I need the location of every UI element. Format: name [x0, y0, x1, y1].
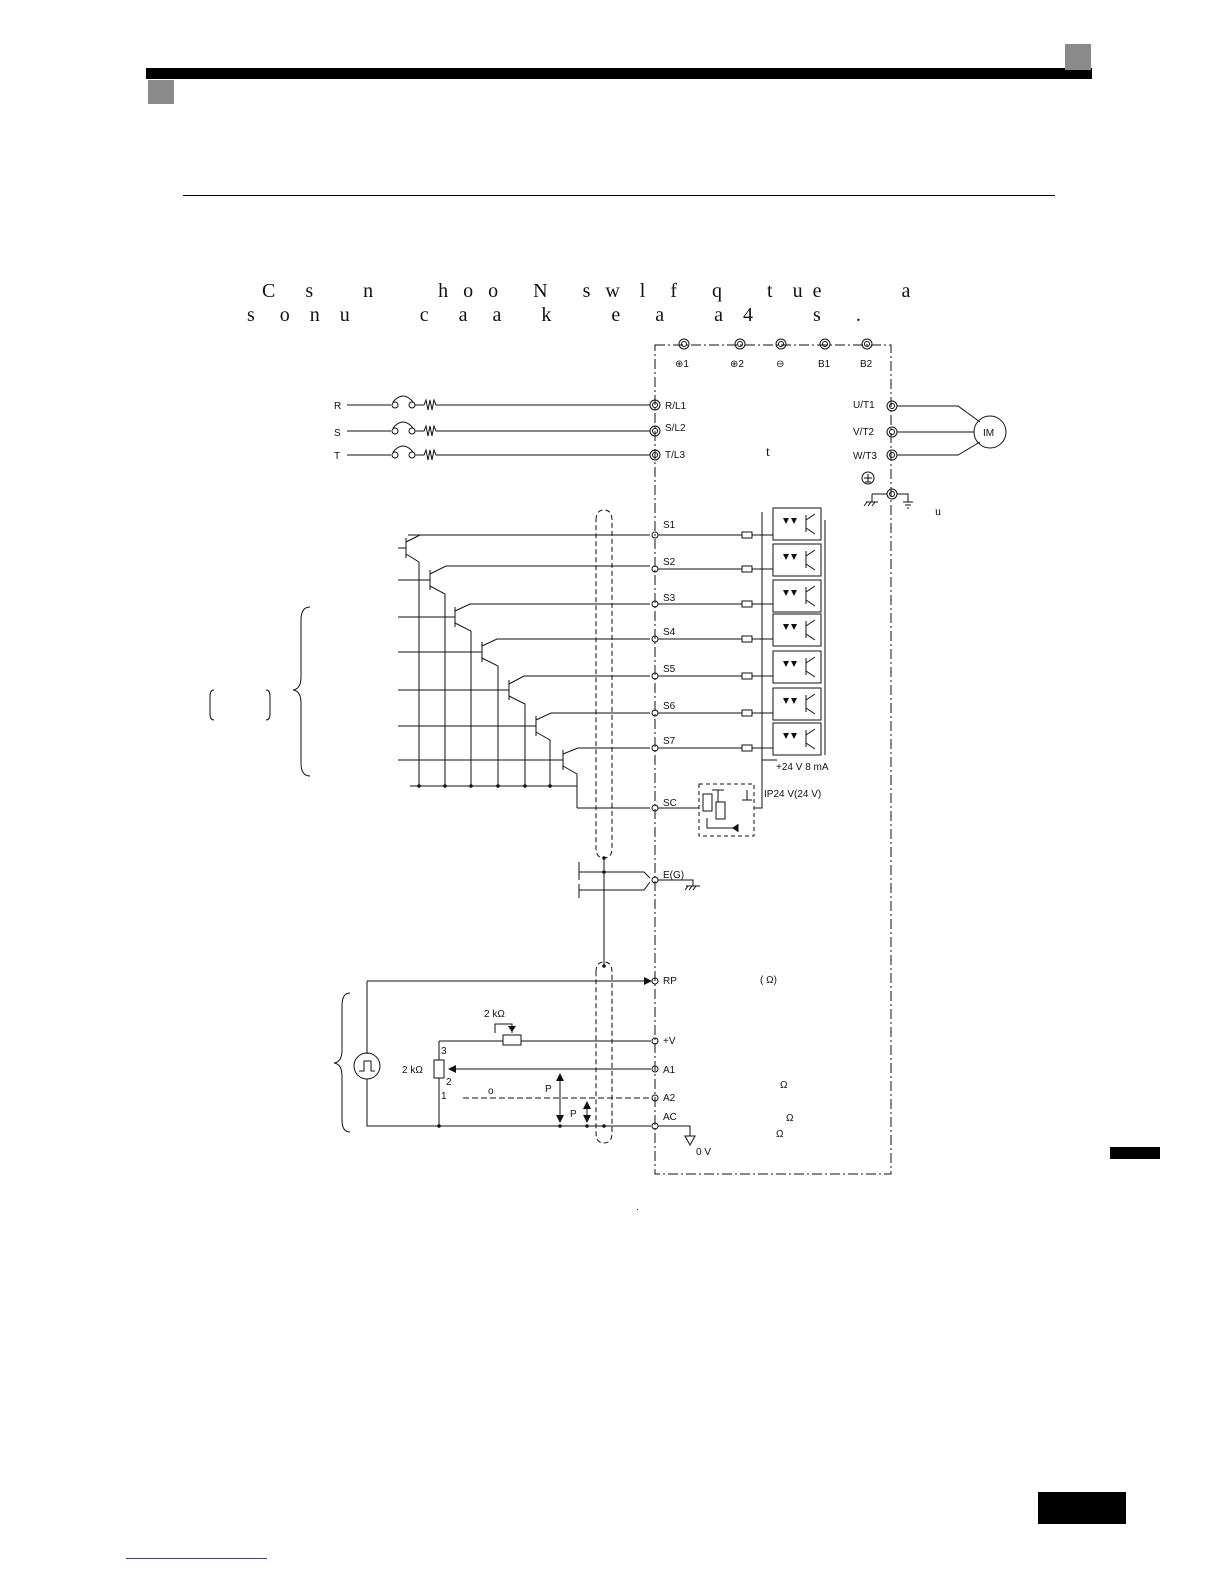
digital-input-lines — [398, 534, 650, 809]
header-bar — [146, 68, 1092, 79]
motor-symbol — [973, 415, 1007, 449]
dc-terminal-label: B2 — [860, 359, 873, 370]
zero-volt-label: 0 V — [696, 1147, 711, 1158]
pot-pin: 2 — [446, 1077, 452, 1088]
page-number-box — [1038, 1492, 1126, 1524]
analog-wiring — [353, 977, 696, 1147]
fragment-u: u — [935, 504, 941, 518]
output-terminal-label: W/T3 — [853, 451, 877, 462]
digital-input-labels: S1 S2 S3 S4 S5 S6 S7 SC — [663, 520, 677, 809]
output-terminal-label: V/T2 — [853, 427, 875, 438]
digital-input-label: S6 — [663, 701, 676, 712]
pot-left-label: 2 kΩ — [402, 1065, 423, 1076]
p-label: P — [545, 1084, 552, 1095]
omega-mark: Ω — [776, 1129, 784, 1140]
pulse-generator — [353, 1052, 381, 1080]
fragment-t: t — [766, 445, 770, 460]
power-input-lines — [347, 395, 650, 461]
pot-pin: 3 — [441, 1046, 447, 1057]
digital-input-label: S1 — [663, 520, 676, 531]
ground-terminal-label: E(G) — [663, 870, 684, 881]
power-input-label: R — [334, 401, 341, 412]
dc-terminal-label: ⊕2 — [730, 359, 744, 370]
dc-terminal-label: B1 — [818, 359, 831, 370]
header-tab-left — [148, 80, 174, 104]
output-terminal-label: U/T1 — [853, 400, 875, 411]
trim-resistor — [502, 1034, 522, 1046]
omega-mark: Ω — [786, 1113, 794, 1124]
dc-bus-terminals — [678, 338, 873, 350]
digital-input-label: S3 — [663, 593, 676, 604]
pot-top-label: 2 kΩ — [484, 1009, 505, 1020]
header-tab-right — [1065, 44, 1091, 70]
rp-note: ( Ω) — [760, 975, 777, 986]
analog-labels: RP +V A1 A2 AC ( Ω) 2 kΩ 2 kΩ 3 2 1 P P … — [402, 975, 794, 1158]
digital-input-label: S5 — [663, 664, 676, 675]
analog-terminal-label: AC — [663, 1112, 677, 1123]
dc-bus-labels: ⊕1 ⊕2 ⊖ B1 B2 — [675, 359, 873, 370]
dc-terminal-label: ⊖ — [776, 359, 784, 370]
digital-input-label: S7 — [663, 736, 676, 747]
p-label: P — [570, 1109, 577, 1120]
dc-terminal-label: ⊕1 — [675, 359, 689, 370]
analog-terminal-label: A2 — [663, 1093, 676, 1104]
analog-brace — [333, 992, 351, 1133]
section-rule — [183, 195, 1055, 196]
ip24-label: IP24 V(24 V) — [764, 789, 821, 800]
pot-pin: 1 — [441, 1091, 447, 1102]
caption-dot: . — [636, 1202, 639, 1213]
analog-terminal-label: RP — [663, 976, 677, 987]
analog-terminal-label: +V — [663, 1036, 676, 1047]
omega-mark: Ω — [780, 1080, 788, 1091]
analog-terminal-label: A1 — [663, 1065, 676, 1076]
digital-input-label: S2 — [663, 557, 676, 568]
chapter-side-tab — [1110, 1147, 1160, 1159]
main-terminal-label: R/L1 — [665, 401, 687, 412]
motor-label: IM — [983, 428, 994, 439]
power-input-label: S — [334, 428, 341, 439]
intro-line-1: C s n h o o N s w l f q t u e a — [262, 280, 911, 302]
input-brace — [292, 606, 311, 777]
intro-line-2: s o n u c a a k e a a 4 s . — [247, 304, 861, 326]
optocoupler-array — [658, 507, 826, 809]
sc-switch-box — [698, 783, 755, 837]
inverter-boundary — [654, 344, 892, 1175]
digital-input-label: S4 — [663, 627, 676, 638]
sc-terminal-label: SC — [663, 798, 677, 809]
o-label: o — [488, 1086, 494, 1097]
main-terminal-label: S/L2 — [665, 423, 686, 434]
power-input-label: T — [334, 451, 340, 462]
main-terminal-label: T/L3 — [665, 450, 685, 461]
footer-link-underline — [126, 1558, 267, 1559]
supply-note: +24 V 8 mA — [776, 762, 829, 773]
